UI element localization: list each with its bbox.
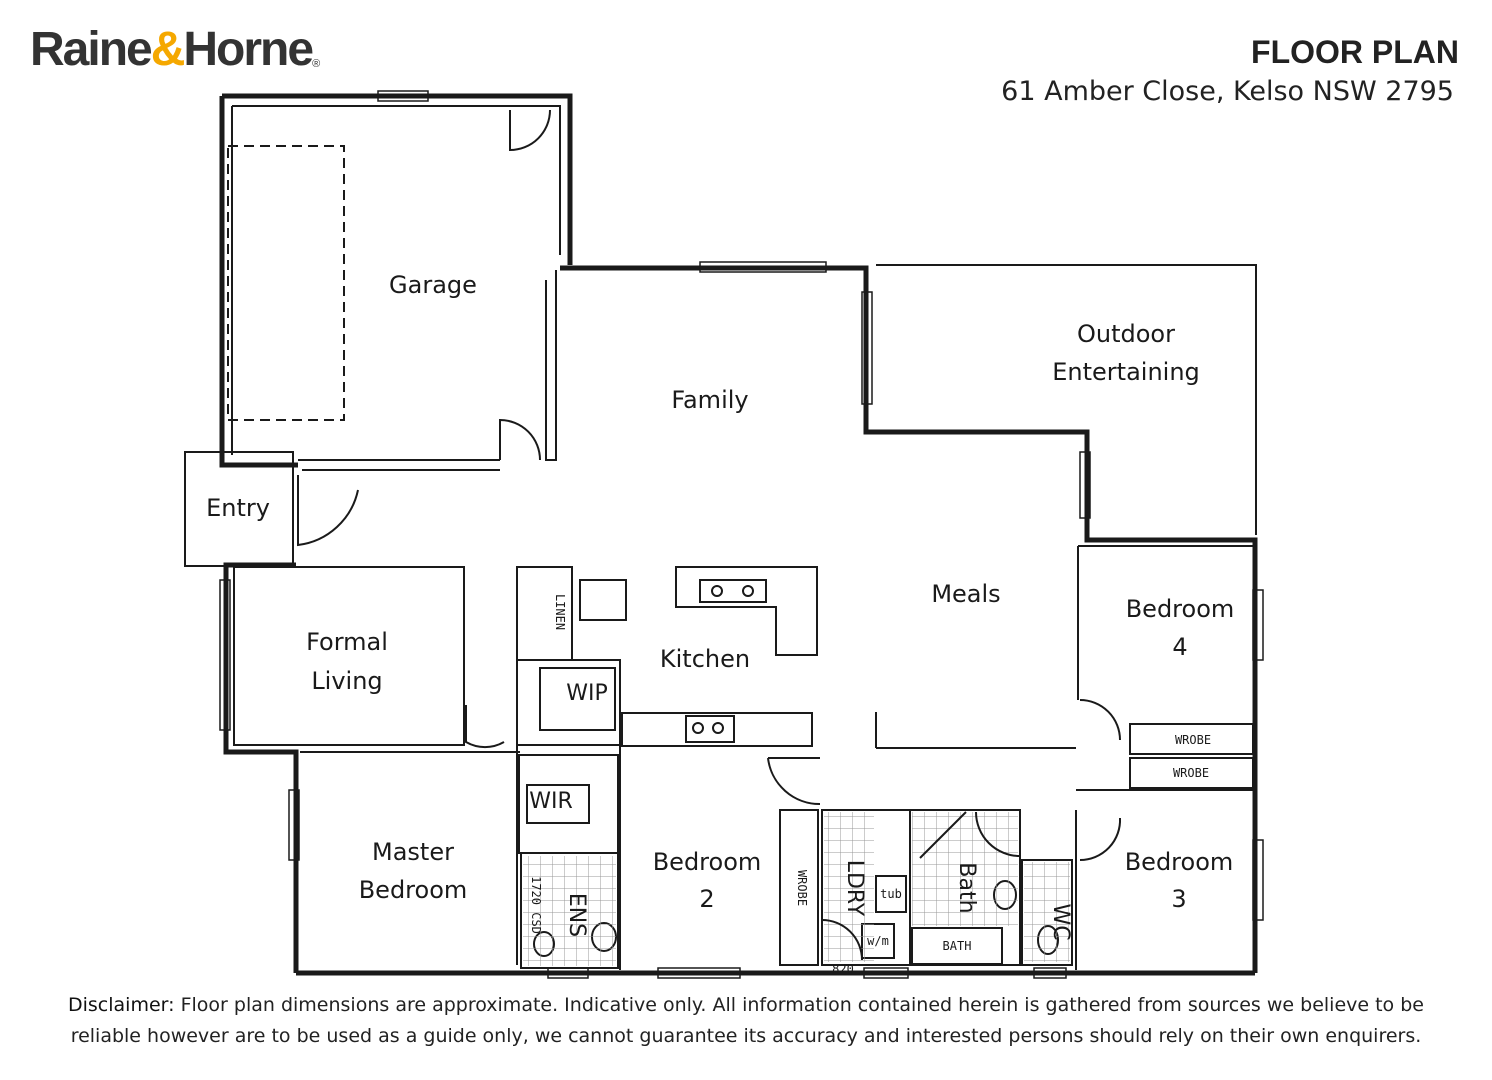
wip-label: WIP bbox=[566, 681, 608, 706]
disclaimer-text: Floor plan dimensions are approximate. I… bbox=[70, 994, 1424, 1047]
outdoor-label-line1: Outdoor bbox=[1077, 320, 1175, 348]
interior-walls bbox=[184, 105, 1257, 970]
room-labels: Garage Family Outdoor Entertaining Entry… bbox=[206, 271, 1234, 976]
wrobe-label-2: WROBE bbox=[1173, 766, 1209, 780]
disclaimer-lead: Disclaimer: bbox=[68, 994, 175, 1016]
brand-logo: Raine&Horne® bbox=[30, 26, 320, 74]
brand-name-part2: Horne bbox=[183, 23, 314, 76]
master-label-line1: Master bbox=[372, 838, 454, 866]
family-label: Family bbox=[671, 386, 748, 414]
kitchen-label: Kitchen bbox=[660, 645, 750, 673]
meals-label: Meals bbox=[931, 580, 1000, 608]
bath-label: Bath bbox=[954, 862, 979, 913]
bedroom3-label-line1: Bedroom bbox=[1125, 848, 1234, 876]
tiled-floors bbox=[523, 812, 1070, 966]
formal-label-line1: Formal bbox=[306, 628, 388, 656]
bedroom2-label-line1: Bedroom bbox=[653, 848, 762, 876]
bedroom2-label-line2: 2 bbox=[699, 885, 714, 913]
bathtub-label: BATH bbox=[943, 939, 972, 953]
property-address: 61 Amber Close, Kelso NSW 2795 bbox=[1001, 76, 1454, 107]
brand-ampersand: & bbox=[150, 23, 186, 76]
bedroom4-label-line1: Bedroom bbox=[1126, 595, 1235, 623]
ens-shower-label: 1720 CSD bbox=[529, 876, 543, 934]
brand-registered-mark: ® bbox=[312, 58, 321, 70]
wrobe-label-3: WROBE bbox=[795, 870, 809, 906]
disclaimer: Disclaimer: Floor plan dimensions are ap… bbox=[40, 990, 1452, 1052]
wm-label: w/m bbox=[867, 934, 889, 948]
entry-label: Entry bbox=[206, 494, 270, 522]
wrobe-label-1: WROBE bbox=[1175, 733, 1211, 747]
ens-label: ENS bbox=[564, 893, 589, 937]
windows bbox=[219, 90, 1264, 979]
ldry-label: LDRY bbox=[842, 860, 867, 917]
bedroom4-label-line2: 4 bbox=[1172, 633, 1187, 661]
master-label-line2: Bedroom bbox=[359, 876, 468, 904]
door-swings bbox=[297, 109, 1122, 961]
outdoor-label-line2: Entertaining bbox=[1052, 358, 1200, 386]
formal-label-line2: Living bbox=[311, 667, 382, 695]
garage-label: Garage bbox=[389, 271, 477, 299]
linen-label: LINEN bbox=[553, 594, 567, 630]
brand-name-part1: Raine bbox=[30, 23, 153, 76]
page-title: FLOOR PLAN bbox=[1251, 34, 1459, 70]
wc-label: WC bbox=[1048, 903, 1073, 940]
wir-label: WIR bbox=[529, 789, 573, 814]
bedroom3-label-line2: 3 bbox=[1171, 885, 1186, 913]
tub-label: tub bbox=[880, 887, 902, 901]
ldry-dim-label: 820 bbox=[832, 962, 854, 976]
